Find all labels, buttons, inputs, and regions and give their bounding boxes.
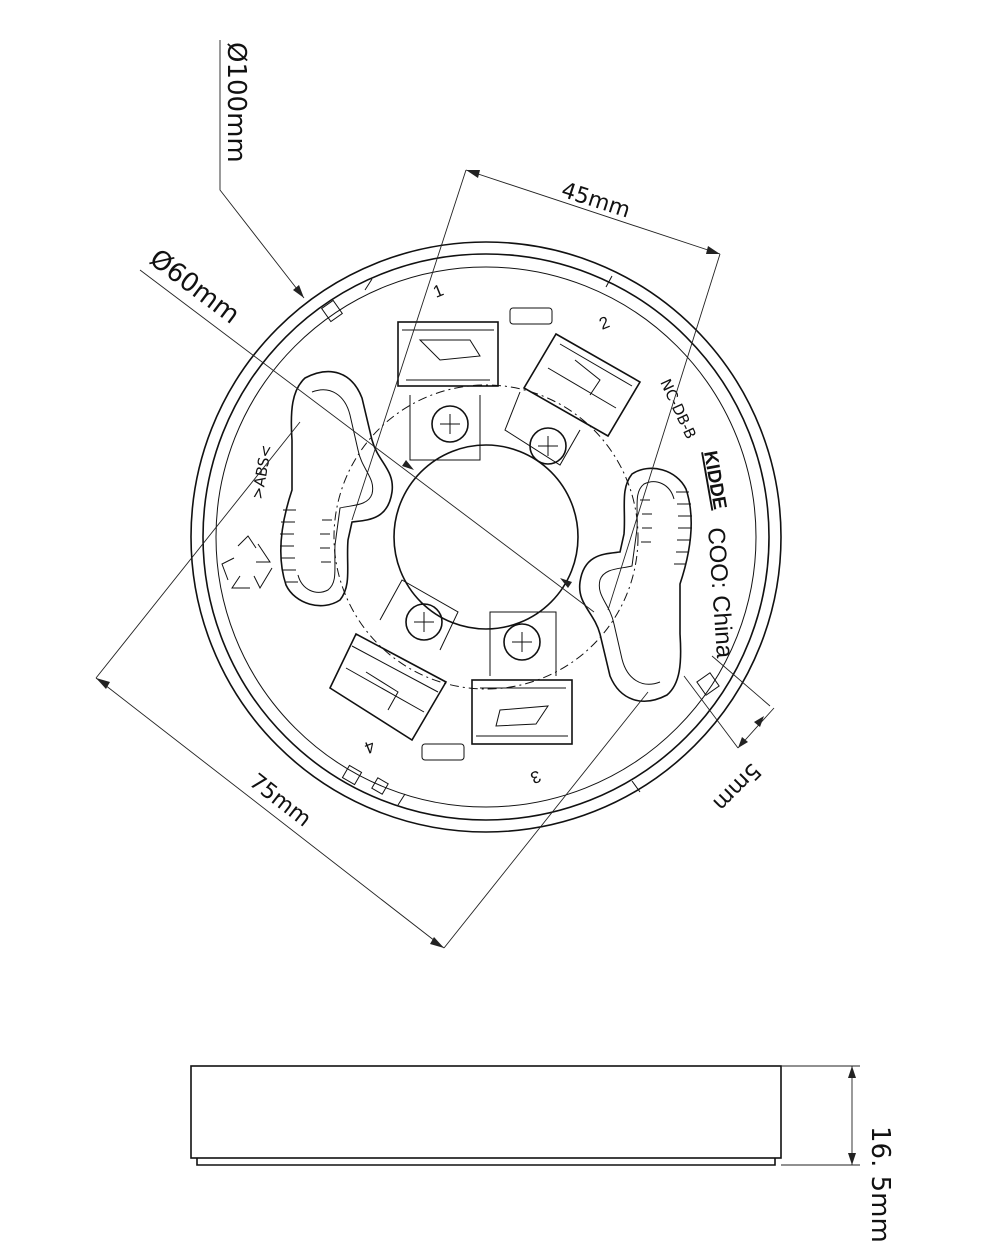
rim-step (215, 266, 757, 808)
left-keyhole-slot (280, 370, 394, 607)
height-label: 16. 5mm (865, 1126, 895, 1242)
terminal-1-screw (431, 405, 469, 443)
right-keyhole-slot (578, 467, 692, 702)
terminal-4-screw (405, 603, 443, 641)
side-body (190, 1065, 782, 1159)
side-view: 16. 5mm (190, 1065, 895, 1242)
slot-bottom (421, 743, 465, 761)
terminal-4 (328, 579, 459, 742)
right-ribs (640, 491, 692, 565)
terminal-4-label: 4 (362, 736, 378, 757)
slot-top (509, 307, 553, 325)
outer-rim (190, 241, 782, 833)
terminal-1-label: 1 (430, 281, 446, 302)
top-view: 1 2 3 4 NC-DB-B KIDDE COO: China >ABS< Ø… (95, 40, 782, 949)
terminal-3 (471, 611, 573, 745)
hole-diameter-label: Ø60mm (144, 244, 245, 331)
inner-rim (202, 253, 770, 821)
edge-offset-label: 5mm (708, 758, 766, 816)
brand-marking: KIDDE (699, 449, 730, 511)
dim-hole-diameter: Ø60mm (139, 244, 595, 613)
dim-outer-diameter: Ø100mm (219, 40, 305, 299)
terminal-2-screw (529, 427, 567, 465)
terminal-3-screw (503, 623, 541, 661)
terminal-2-label: 2 (596, 313, 612, 334)
terminal-spacing-label: 45mm (558, 178, 633, 224)
bolt-circle (333, 384, 639, 690)
center-hole (393, 444, 579, 630)
terminal-2 (504, 332, 642, 466)
side-base-lip (196, 1158, 776, 1166)
dim-edge-offset: 5mm (683, 655, 775, 816)
origin-marking: COO: China (702, 527, 738, 660)
terminal-1 (397, 321, 499, 461)
terminal-3-label: 3 (528, 766, 544, 787)
recycle-icon (221, 535, 273, 590)
dim-mount-spacing: 75mm (95, 421, 649, 949)
rim-notches (320, 275, 720, 806)
material-marking: >ABS< (248, 443, 275, 500)
mount-spacing-label: 75mm (244, 769, 315, 832)
outer-diameter-label: Ø100mm (221, 42, 251, 163)
left-ribs (280, 509, 332, 583)
